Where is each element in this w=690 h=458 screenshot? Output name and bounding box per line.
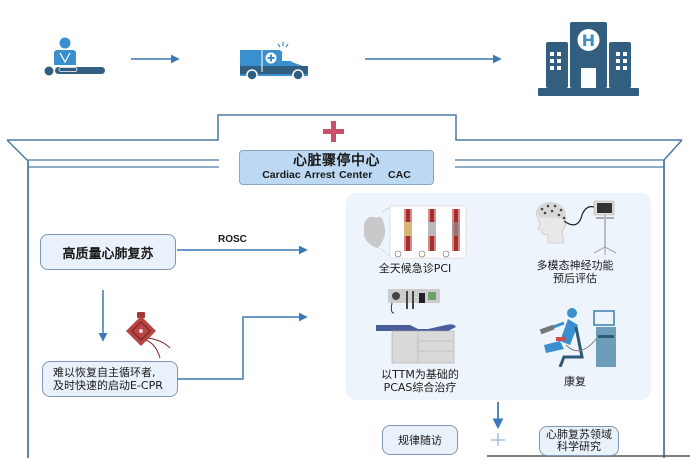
cac-title-box: 心脏骤停中心 Cardiac Arrest Center CAC [239, 150, 434, 185]
plus-icon [491, 433, 505, 446]
service-ttm-label-line2: PCAS综合治疗 [383, 381, 457, 394]
ecpr-box: 难以恢复自主循环者, 及时快速的启动E-CPR [42, 361, 178, 397]
research-label-line1: 心肺复苏领域 [546, 428, 612, 441]
cpr-person-icon [44, 37, 105, 76]
pci-stent-icon [364, 205, 467, 259]
service-neuro-label-line1: 多模态神经功能 [536, 259, 614, 272]
service-neuro-label-line2: 预后评估 [553, 272, 597, 285]
service-ttm-label-line1: 以TTM为基础的 [381, 368, 459, 381]
service-neuro-label: 多模态神经功能 预后评估 [530, 259, 620, 285]
service-pci-label: 全天候急诊PCI [378, 262, 452, 275]
rehab-bike-icon [539, 308, 616, 367]
roof-top-outline [7, 114, 682, 141]
red-cross-icon [323, 121, 344, 142]
ambulance-icon [240, 42, 308, 80]
arrow-ecpr-to-center [178, 312, 308, 380]
service-rehab-label: 康复 [564, 375, 586, 388]
ecpr-label-line1: 难以恢复自主循环者, [53, 366, 156, 379]
cac-name-en: Cardiac Arrest Center CAC [262, 169, 411, 181]
research-box: 心肺复苏领域 科学研究 [539, 426, 619, 456]
service-ttm-label: 以TTM为基础的 PCAS综合治疗 [370, 368, 470, 394]
research-label-line2: 科学研究 [557, 440, 601, 453]
high-quality-cpr-label: 高质量心肺复苏 [62, 246, 154, 262]
eeg-monitor-icon [535, 200, 617, 255]
roof-left-slant [6, 139, 28, 161]
cac-name-cn: 心脏骤停中心 [293, 153, 380, 169]
svg-text:H: H [582, 31, 595, 50]
roof-right-slant [663, 139, 683, 161]
follow-up-box: 规律随访 [382, 425, 458, 455]
ecpr-label-line2: 及时快速的启动E-CPR [53, 379, 163, 392]
high-quality-cpr-box: 高质量心肺复苏 [40, 234, 176, 270]
hospital-icon: H [538, 22, 639, 96]
rosc-label: ROSC [218, 234, 247, 245]
follow-up-label: 规律随访 [398, 434, 442, 447]
icu-bed-icon [376, 289, 456, 364]
ecmo-device-icon [126, 312, 171, 359]
